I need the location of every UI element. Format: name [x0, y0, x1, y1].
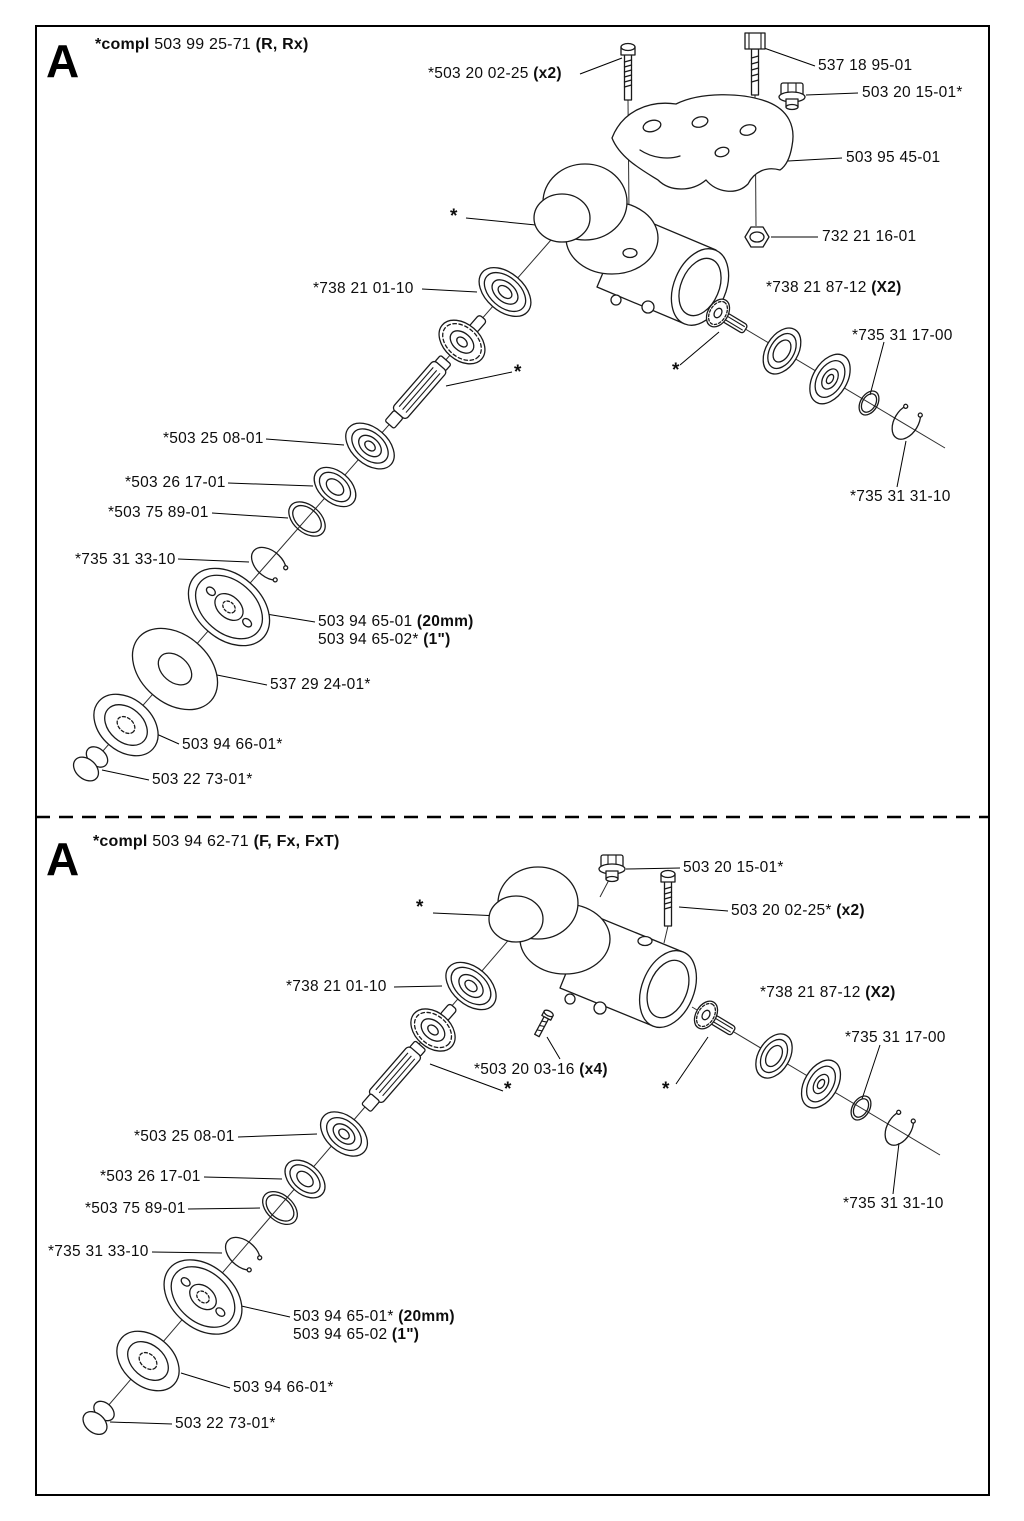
- label-wave-washer: *503 75 89-01: [108, 504, 209, 521]
- pinion-gear-drawing: [705, 298, 748, 334]
- clamp-screw-drawing: [534, 1009, 554, 1038]
- label-plug: 503 20 15-01*: [683, 859, 784, 876]
- label-drum-20mm: 503 94 65-01 (20mm): [318, 613, 474, 630]
- lower-bearing-drawing: [345, 422, 395, 470]
- label-locknut: 732 21 16-01: [822, 228, 917, 245]
- label-support-cup: 503 94 66-01*: [233, 1379, 334, 1396]
- label-plug: 503 20 15-01*: [862, 84, 963, 101]
- label-clamp-screw: *503 20 03-16 (x4): [474, 1061, 608, 1078]
- thin-ring-drawing: [858, 390, 880, 416]
- thin-ring-drawing: [850, 1095, 872, 1121]
- upper-bearing-drawing: [478, 266, 532, 318]
- drive-shaft-drawing: [361, 1040, 426, 1112]
- right-bearing-drawing: [800, 1059, 842, 1109]
- label-large-washer: 537 29 24-01*: [270, 676, 371, 693]
- screw-drawing: [620, 42, 636, 101]
- thrust-washer-drawing: [755, 1033, 793, 1079]
- gearbox-housing-drawing: [488, 866, 698, 1028]
- asterisk-marker: *: [662, 1079, 670, 1100]
- support-cup-drawing: [116, 1330, 180, 1392]
- exploded-diagram-top: [36, 32, 989, 819]
- asterisk-marker: *: [514, 362, 522, 383]
- support-cup-drawing: [93, 693, 159, 757]
- axis-lines: [94, 877, 941, 1422]
- asterisk-marker: *: [416, 897, 424, 918]
- dust-cap-drawing: [72, 746, 109, 782]
- asterisk-marker: *: [504, 1079, 512, 1100]
- asterisk-marker: *: [672, 360, 680, 381]
- asterisk-marker: *: [450, 206, 458, 227]
- label-thrust-washer: *738 21 87-12 (X2): [760, 984, 896, 1001]
- label-seal: *503 26 17-01: [125, 474, 226, 491]
- label-thin-ring: *735 31 17-00: [845, 1029, 946, 1046]
- seal-drawing: [284, 1159, 326, 1199]
- plug-drawing: [598, 854, 626, 883]
- right-circlip-drawing: [891, 403, 923, 440]
- wave-washer-drawing: [288, 501, 326, 537]
- label-upper-bearing: *738 21 01-10: [286, 978, 387, 995]
- label-drum-1in: 503 94 65-02* (1"): [318, 631, 451, 648]
- label-support-cup: 503 94 66-01*: [182, 736, 283, 753]
- label-drum-1in: 503 94 65-02 (1"): [293, 1326, 420, 1343]
- screw-drawing: [660, 869, 676, 927]
- left-circlip-drawing: [250, 546, 289, 583]
- drive-shaft-drawing: [385, 355, 451, 429]
- large-washer-drawing: [131, 627, 219, 711]
- gearbox-housing-drawing: [533, 163, 730, 326]
- label-dust-cap: 503 22 73-01*: [152, 771, 253, 788]
- dust-cap-drawing: [82, 1400, 115, 1436]
- lower-bearing-drawing: [319, 1111, 369, 1157]
- label-screw: 503 20 02-25* (x2): [731, 902, 865, 919]
- label-upper-bearing: *738 21 01-10: [313, 280, 414, 297]
- label-thin-ring: *735 31 17-00: [852, 327, 953, 344]
- label-lower-bearing: *503 25 08-01: [134, 1128, 235, 1145]
- section-header: *compl 503 99 25-71 (R, Rx): [95, 36, 309, 53]
- wave-washer-drawing: [262, 1190, 298, 1226]
- pinion-gear-drawing: [693, 1000, 736, 1036]
- cover-plate-drawing: [611, 94, 794, 192]
- exploded-diagram-bottom: [82, 854, 941, 1436]
- label-drum-20mm: 503 94 65-01* (20mm): [293, 1308, 455, 1325]
- leader-lines: [109, 867, 900, 1425]
- thrust-washer-drawing: [762, 327, 802, 375]
- label-right-circlip: *735 31 31-10: [850, 488, 951, 505]
- label-left-circlip: *735 31 33-10: [48, 1243, 149, 1260]
- square-head-bolt-drawing: [744, 32, 766, 96]
- upper-bearing-drawing: [445, 961, 497, 1011]
- section-letter: A: [46, 833, 81, 885]
- right-circlip-drawing: [884, 1109, 916, 1146]
- label-screw: *503 20 02-25 (x2): [428, 65, 562, 82]
- left-circlip-drawing: [224, 1236, 263, 1273]
- label-wave-washer: *503 75 89-01: [85, 1200, 186, 1217]
- bevel-gear-drawing: [438, 315, 487, 365]
- label-seal: *503 26 17-01: [100, 1168, 201, 1185]
- label-lower-bearing: *503 25 08-01: [163, 430, 264, 447]
- plug-drawing: [778, 82, 806, 111]
- section-header: *compl 503 94 62-71 (F, Fx, FxT): [93, 833, 340, 850]
- leader-lines: [101, 47, 907, 781]
- section-letter: A: [46, 35, 81, 87]
- label-dust-cap: 503 22 73-01*: [175, 1415, 276, 1432]
- trimmer-drum-drawing: [163, 1259, 243, 1335]
- trimmer-drum-drawing: [187, 567, 271, 647]
- label-left-circlip: *735 31 33-10: [75, 551, 176, 568]
- label-right-circlip: *735 31 31-10: [843, 1195, 944, 1212]
- seal-drawing: [313, 466, 357, 508]
- label-square-bolt: 537 18 95-01: [818, 57, 913, 74]
- label-cover-plate: 503 95 45-01: [846, 149, 941, 166]
- label-thrust-washer: *738 21 87-12 (X2): [766, 279, 902, 296]
- bevel-gear-drawing: [410, 1003, 457, 1052]
- locknut-drawing: [744, 226, 770, 248]
- right-bearing-drawing: [809, 353, 851, 405]
